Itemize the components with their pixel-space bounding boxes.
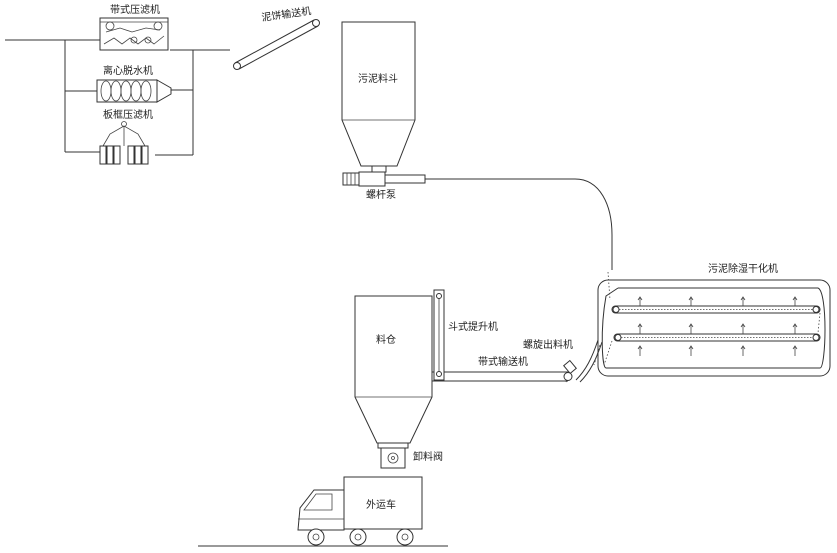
airflow-arrows <box>637 296 798 356</box>
storage-bin-label: 料仓 <box>376 333 396 346</box>
belt-filter-press-label: 带式压滤机 <box>110 3 160 16</box>
storage-bin <box>354 295 433 444</box>
dewatering-manifold <box>5 39 230 156</box>
cake-conveyor-label: 泥饼输送机 <box>261 4 312 24</box>
screw-discharger <box>563 339 603 383</box>
plate-frame-filter-press <box>99 121 149 165</box>
screw-pump-label: 螺杆泵 <box>366 189 396 201</box>
truck-label: 外运车 <box>366 498 396 511</box>
bucket-elevator-label: 斗式提升机 <box>448 320 498 333</box>
screw-discharger-label: 螺旋出料机 <box>523 338 573 351</box>
sludge-hopper-label: 污泥料斗 <box>358 72 398 85</box>
sludge-dryer <box>597 271 831 377</box>
discharge-valve <box>377 442 409 469</box>
belt-filter-press <box>99 17 169 51</box>
discharge-valve-label: 卸料阀 <box>413 450 443 463</box>
bucket-elevator <box>433 289 445 381</box>
belt-conveyor-label: 带式输送机 <box>478 355 528 368</box>
transport-truck <box>198 476 448 547</box>
centrifuge-label: 离心脱水机 <box>103 64 153 77</box>
centrifuge <box>96 79 172 103</box>
sludge-feed-pipe <box>425 178 613 270</box>
plate-frame-press-label: 板框压滤机 <box>103 108 153 121</box>
dryer-label: 污泥除湿干化机 <box>708 262 778 275</box>
sludge-hopper <box>341 21 416 173</box>
screw-pump <box>342 171 426 187</box>
cake-conveyor <box>233 19 320 70</box>
